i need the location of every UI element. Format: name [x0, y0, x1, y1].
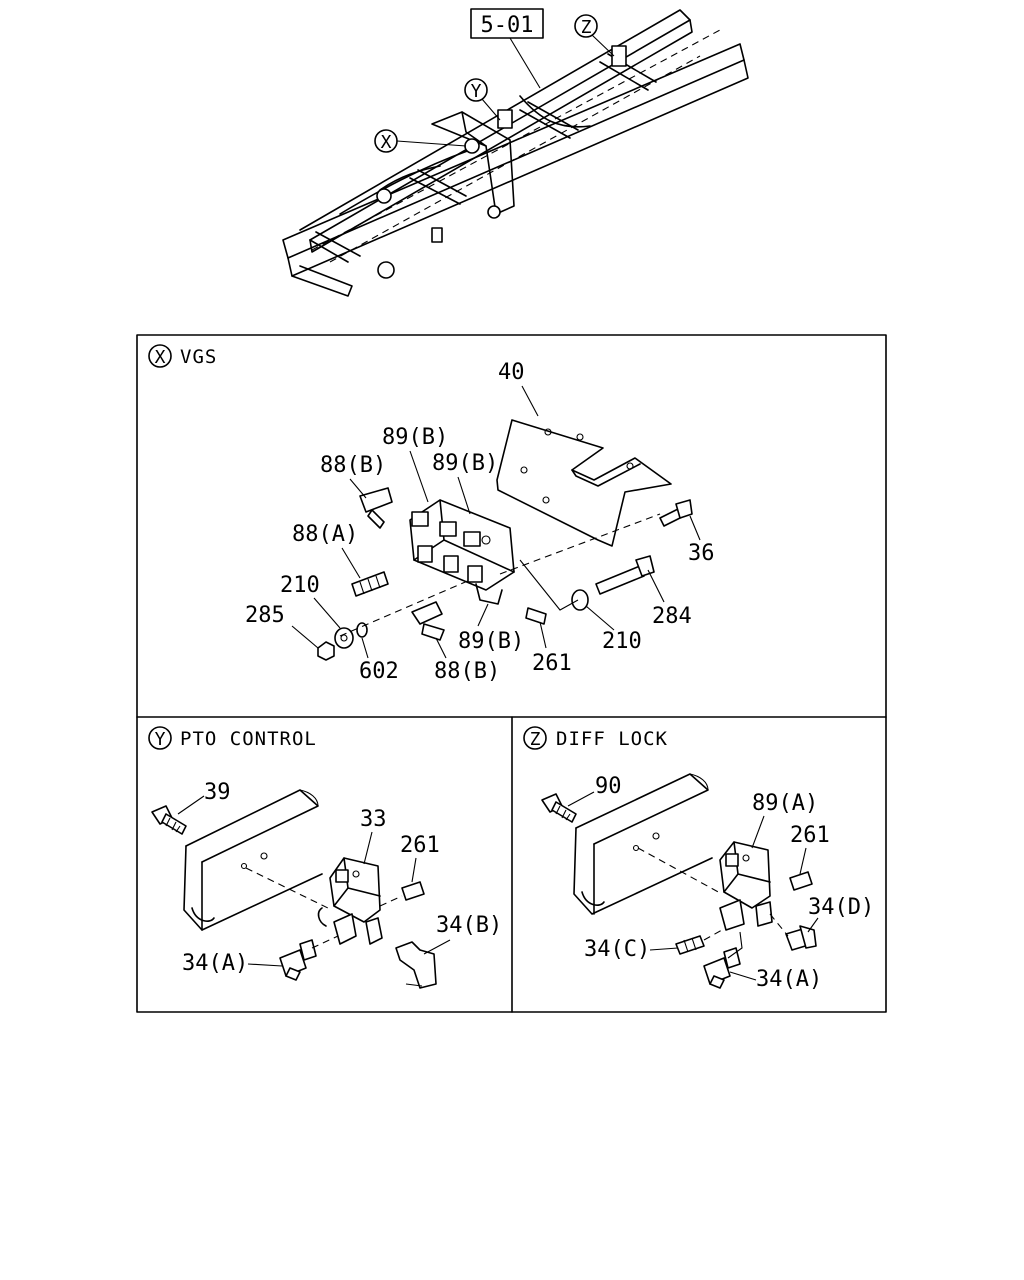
label-88b-b: 88(B): [434, 659, 500, 684]
breather-261[interactable]: [525, 607, 547, 625]
figure-ref-box[interactable]: 5-01: [470, 8, 544, 39]
label-34b: 34(B): [436, 913, 502, 938]
svg-text:Z: Z: [581, 17, 592, 38]
panel-pto-control: Y PTO CONTROL: [148, 726, 502, 989]
frame-channel-y: [183, 789, 323, 931]
nut-285[interactable]: [317, 641, 335, 661]
o-ring-602[interactable]: [356, 622, 368, 638]
valve-89a[interactable]: [719, 841, 773, 931]
washer-210-left[interactable]: [334, 627, 354, 649]
panel-vgs: X VGS: [148, 344, 715, 684]
label-89b-a: 89(B): [382, 425, 448, 450]
fitting-88b-lower[interactable]: [411, 601, 445, 641]
label-210-left: 210: [280, 573, 320, 598]
panel-pto-title: PTO CONTROL: [180, 728, 317, 750]
label-34c: 34(C): [584, 937, 650, 962]
washer-210-right[interactable]: [571, 589, 589, 611]
label-36: 36: [688, 541, 715, 566]
callout-x[interactable]: X: [374, 129, 467, 153]
valve-33[interactable]: [317, 857, 383, 945]
label-34d: 34(D): [808, 895, 874, 920]
tee-fitting-34a[interactable]: [279, 939, 317, 981]
panel-frames: [136, 334, 887, 1013]
breather-261-z[interactable]: [789, 871, 813, 891]
label-285: 285: [245, 603, 285, 628]
label-88b-a: 88(B): [320, 453, 386, 478]
fitting-88b-upper[interactable]: [359, 487, 393, 529]
panel-pto-marker: Y: [155, 729, 166, 750]
label-33: 33: [360, 807, 387, 832]
bolt-284[interactable]: [595, 555, 655, 595]
panel-pto-header: Y PTO CONTROL: [148, 726, 317, 750]
frame-channel-z: [573, 773, 713, 915]
solenoid-valve-block[interactable]: [409, 499, 515, 605]
label-34a-z: 34(A): [756, 967, 822, 992]
label-261-z: 261: [790, 823, 830, 848]
breather-261-y[interactable]: [401, 881, 425, 901]
panel-vgs-marker: X: [155, 347, 166, 368]
label-34a-y: 34(A): [182, 951, 248, 976]
callout-z[interactable]: Z: [574, 14, 615, 57]
panel-diff-header: Z DIFF LOCK: [523, 726, 668, 750]
panel-diff-lock: Z DIFF LOCK: [523, 726, 874, 992]
label-88a: 88(A): [292, 522, 358, 547]
label-602: 602: [359, 659, 399, 684]
label-89b-b: 89(B): [432, 451, 498, 476]
panel-vgs-title: VGS: [180, 346, 217, 368]
figure-ref-label: 5-01: [481, 13, 534, 38]
bolt-36[interactable]: [659, 499, 693, 527]
bracket-part-40[interactable]: [496, 419, 672, 547]
label-210-right: 210: [602, 629, 642, 654]
panel-diff-title: DIFF LOCK: [556, 728, 668, 750]
label-90: 90: [595, 774, 622, 799]
label-89b-c: 89(B): [458, 629, 524, 654]
label-89a: 89(A): [752, 791, 818, 816]
panel-diff-marker: Z: [530, 729, 541, 750]
label-261-y: 261: [400, 833, 440, 858]
fitting-34d[interactable]: [785, 925, 817, 951]
label-261: 261: [532, 651, 572, 676]
label-284: 284: [652, 604, 692, 629]
svg-text:Y: Y: [471, 81, 482, 102]
elbow-fitting-34b[interactable]: [395, 941, 437, 989]
panel-vgs-header: X VGS: [148, 344, 217, 368]
svg-text:X: X: [381, 132, 392, 153]
chassis-frame-overview: 5-01 X: [282, 8, 749, 297]
fitting-88a[interactable]: [351, 571, 389, 597]
tee-fitting-34a-z[interactable]: [703, 947, 741, 989]
fitting-34c[interactable]: [675, 935, 705, 955]
label-40: 40: [498, 360, 525, 385]
bolt-90[interactable]: [541, 793, 577, 823]
callout-y[interactable]: Y: [464, 78, 501, 121]
bolt-39[interactable]: [151, 805, 187, 835]
label-39: 39: [204, 780, 231, 805]
